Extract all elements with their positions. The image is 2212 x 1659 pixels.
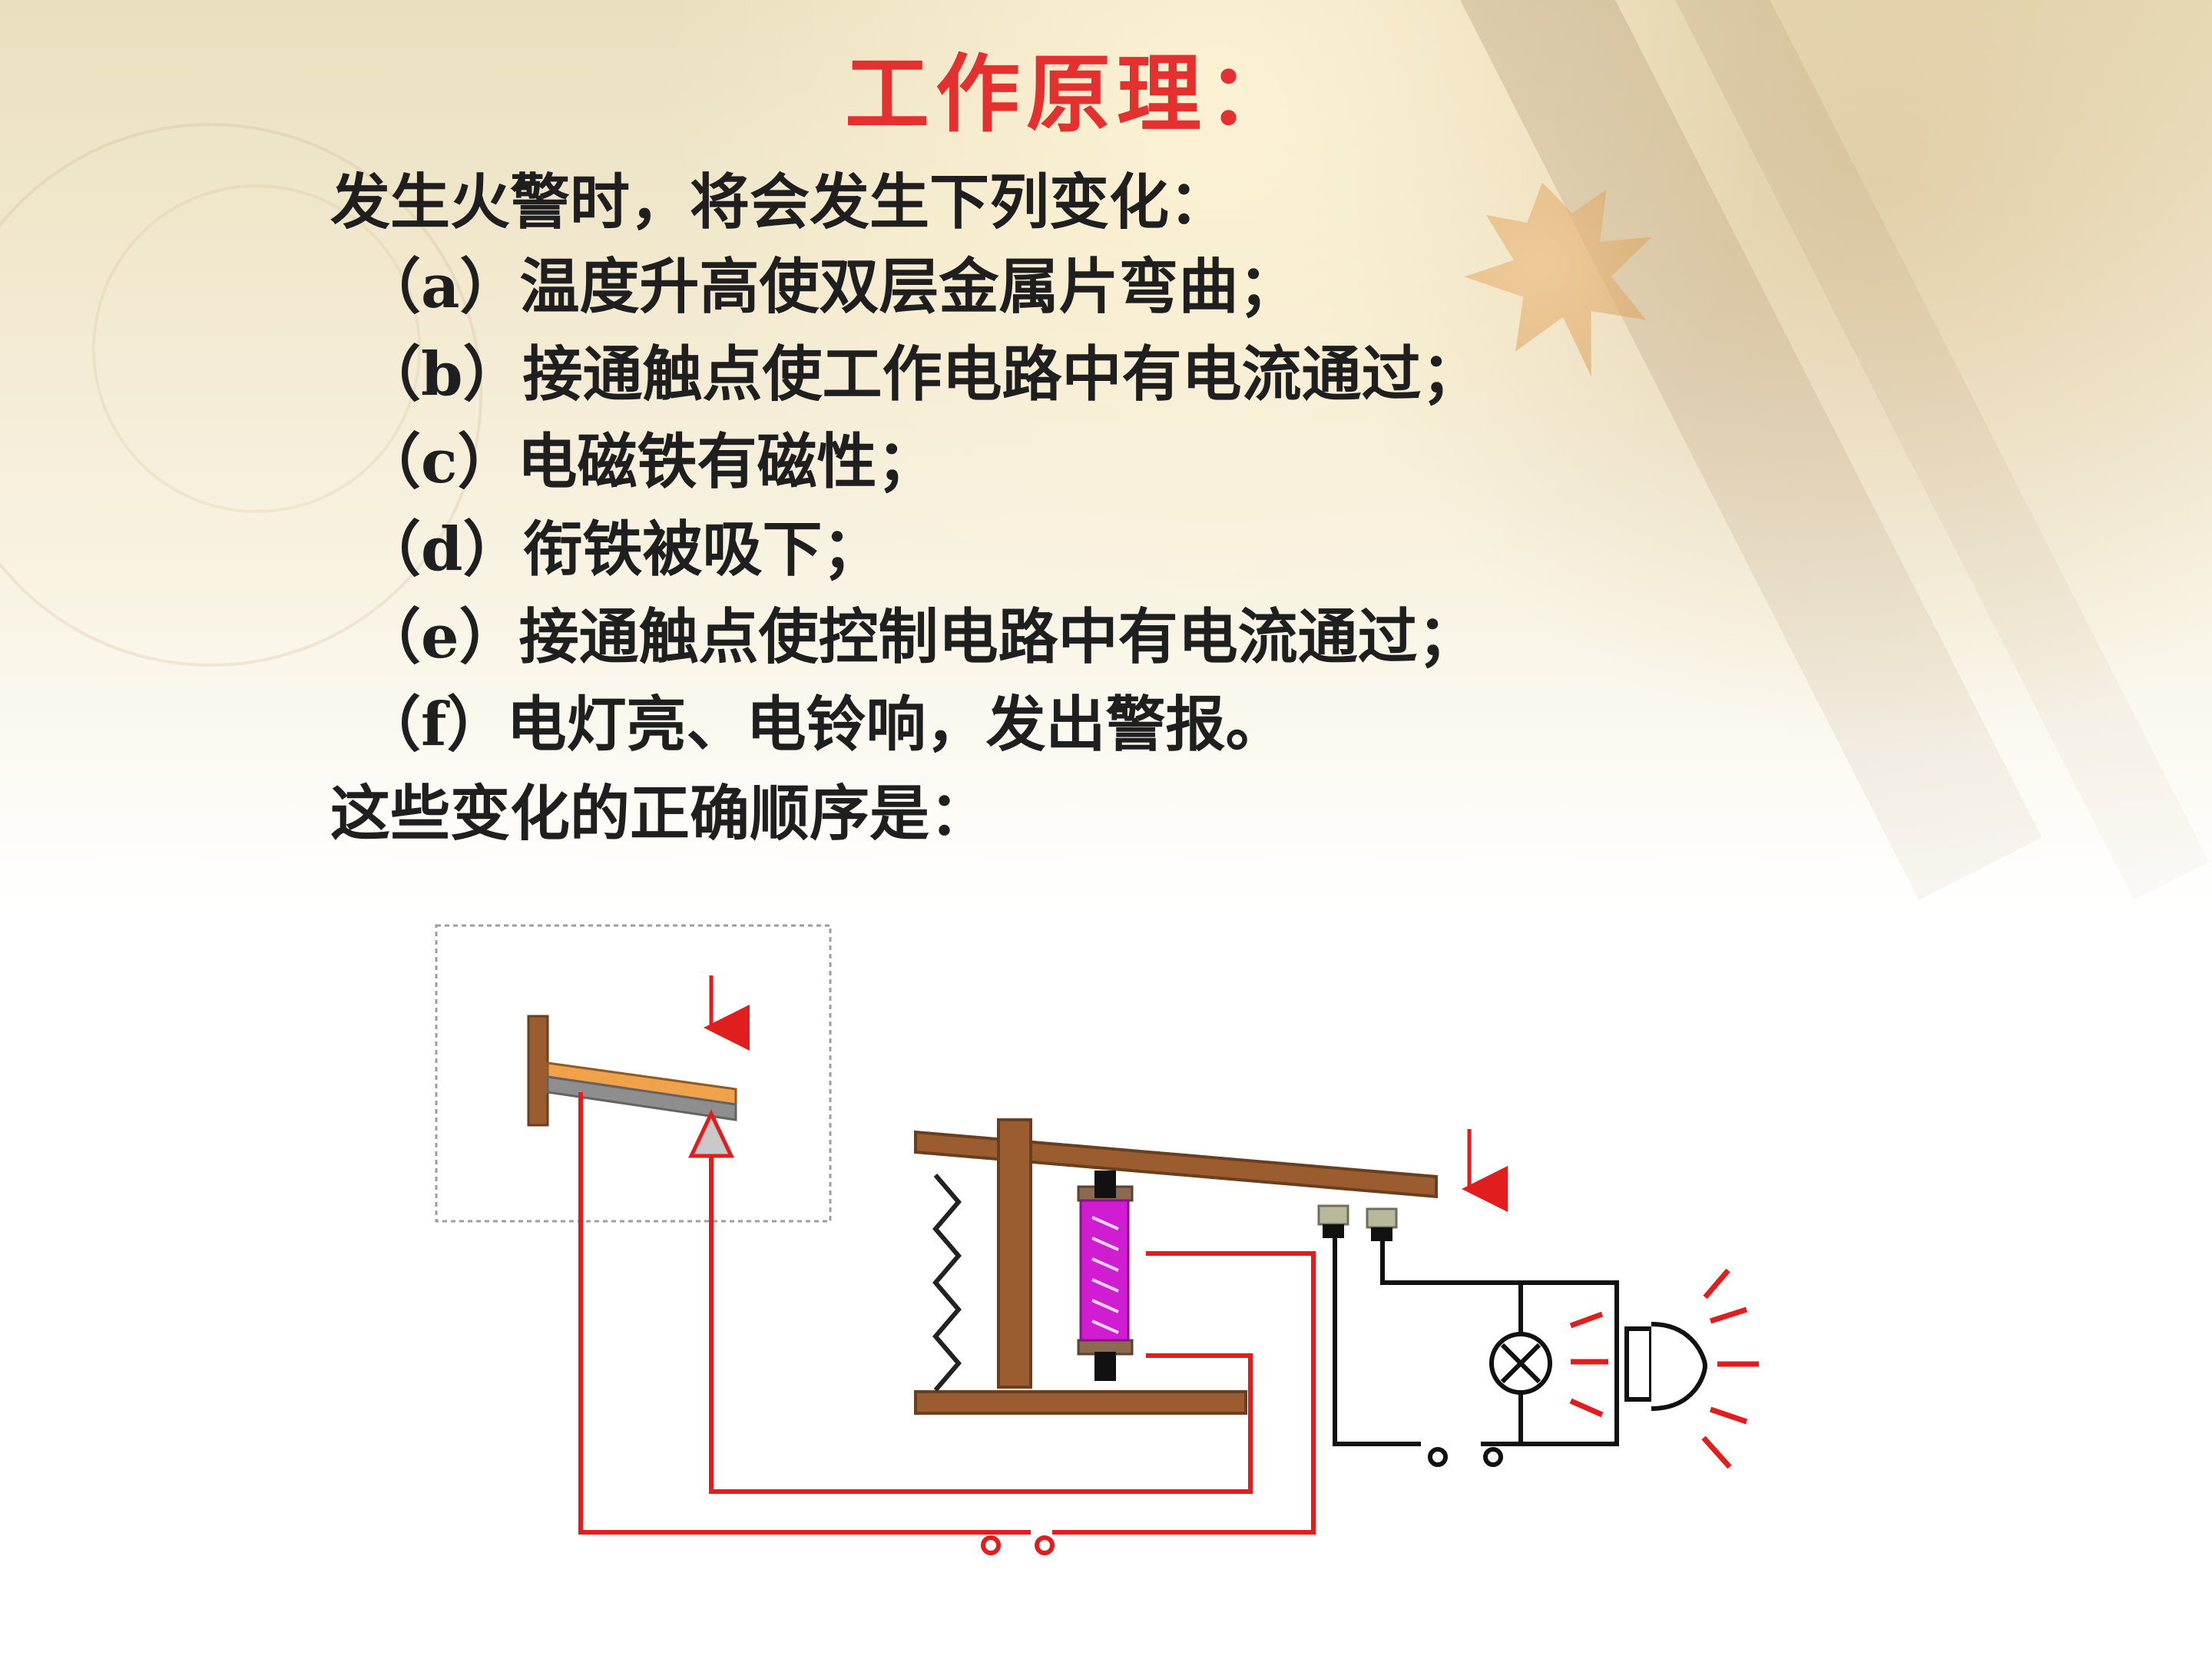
lamp-ray-3	[1569, 1398, 1604, 1418]
bell-ray-5	[1701, 1435, 1732, 1469]
electromagnet-core-bottom	[1094, 1352, 1116, 1381]
coil-wire-loop	[709, 1154, 1253, 1494]
power-terminal-left	[981, 1535, 1001, 1555]
relay-vertical-post	[997, 1118, 1032, 1389]
page-title: 工作原理：	[845, 45, 1298, 144]
bell-ray-2	[1709, 1306, 1748, 1324]
relay-base-bar	[914, 1390, 1247, 1415]
bell-ray-4	[1709, 1406, 1748, 1425]
electromagnet-core-top	[1094, 1171, 1116, 1198]
bimetal-detail-box	[435, 924, 832, 1223]
relay-contact-right	[1366, 1207, 1398, 1229]
list-item-e: （e）接通触点使控制电路中有电流通过；	[361, 602, 1478, 672]
return-spring	[932, 1174, 962, 1392]
lamp-cross-b	[1500, 1343, 1541, 1384]
bimetal-contact-arrow	[688, 1109, 734, 1158]
list-item-b: （b）接通触点使工作电路中有电流通过；	[361, 339, 1482, 409]
power-terminal-right	[1035, 1535, 1055, 1555]
alarm-parallel-loop	[1521, 1280, 1619, 1446]
alarm-bell-dome	[1651, 1322, 1708, 1411]
relay-contact-right-base	[1371, 1227, 1392, 1241]
relay-armature-bar	[914, 1130, 1438, 1199]
list-item-c: （c）电磁铁有磁性；	[361, 427, 937, 497]
bell-ray-1	[1703, 1268, 1730, 1300]
relay-contact-left	[1317, 1204, 1349, 1226]
control-wire-left	[578, 1092, 1031, 1535]
background-top	[0, 0, 2212, 906]
alarm-wire-left	[1333, 1238, 1421, 1446]
lamp-ray-1	[1569, 1311, 1604, 1329]
relay-contact-left-base	[1323, 1224, 1344, 1238]
coil-winding-marks	[1091, 1216, 1119, 1334]
list-item-a: （a）温度升高使双层金属片弯曲；	[361, 252, 1299, 322]
bimetal-mount	[527, 1015, 549, 1127]
intro-text: 发生火警时，将会发生下列变化：	[330, 167, 1230, 237]
alarm-terminal-right	[1483, 1447, 1503, 1467]
outro-text: 这些变化的正确顺序是：	[330, 779, 990, 849]
control-wire-right	[1052, 1251, 1316, 1535]
bell-base	[1624, 1326, 1654, 1402]
alarm-terminal-left	[1428, 1447, 1448, 1467]
list-item-d: （d）衔铁被吸下；	[361, 515, 882, 584]
bimetal-strip-bottom	[546, 1075, 737, 1121]
list-item-f: （f）电灯亮、电铃响，发出警报。	[361, 690, 1286, 760]
